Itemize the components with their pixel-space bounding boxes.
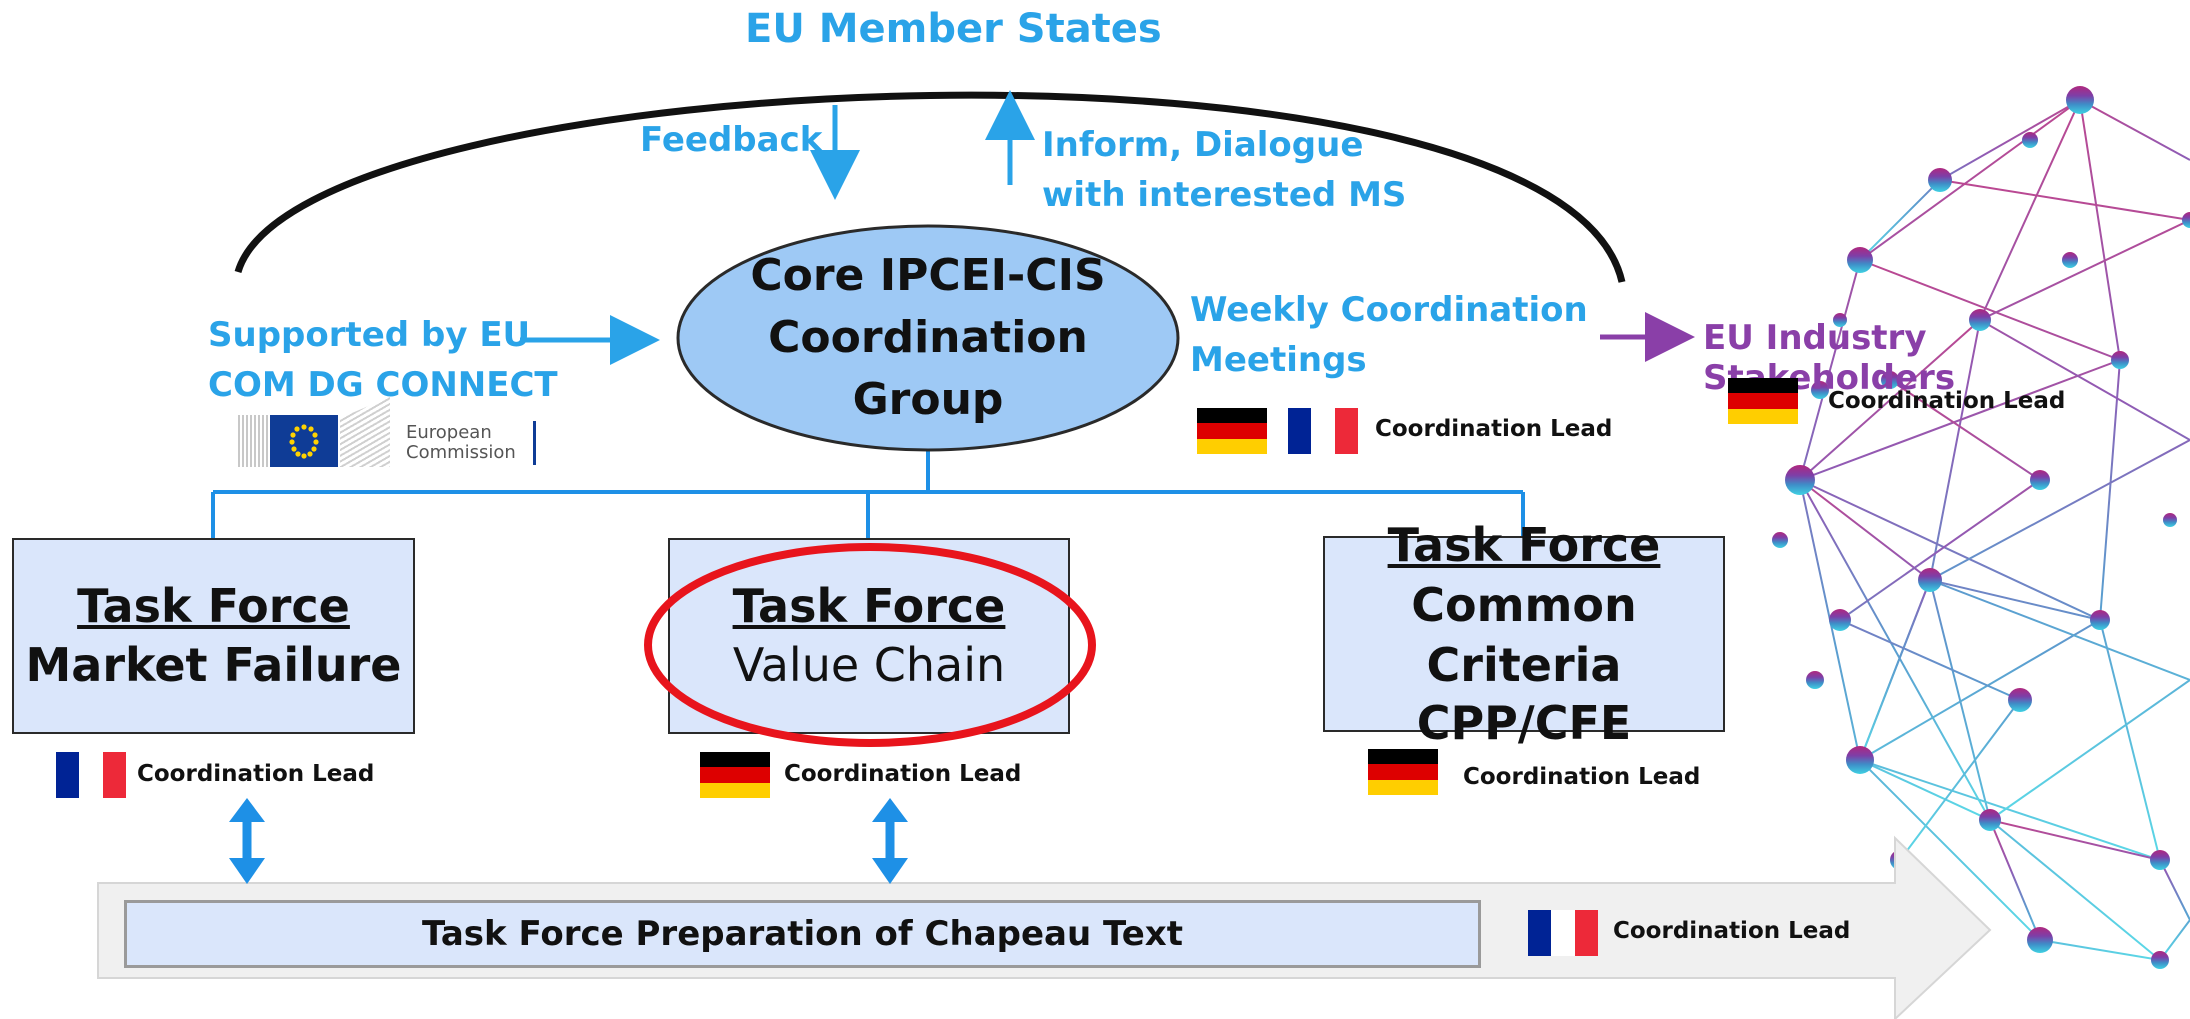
market-failure-coordination-lead: Coordination Lead	[137, 761, 375, 787]
weekly-line2: Meetings	[1190, 340, 1367, 380]
core-line2: Coordination	[768, 312, 1088, 363]
chapeau-label: Task Force Preparation of Chapeau Text	[422, 914, 1183, 954]
support-label: Supported by EU COM DG CONNECT	[208, 310, 558, 410]
inform-line2: with interested MS	[1042, 175, 1407, 215]
task-force-title: Task Force	[1387, 518, 1661, 572]
france-flag-icon	[56, 752, 126, 798]
common-criteria-coordination-lead: Coordination Lead	[1463, 764, 1701, 790]
task-force-subtitle: Market Failure	[25, 638, 402, 692]
core-group-ellipse	[676, 224, 1180, 452]
chapeau-coordination-lead: Coordination Lead	[1613, 918, 1851, 944]
network-globe-graphic	[1772, 86, 2190, 969]
core-group-label: Core IPCEI-CIS Coordination Group	[678, 245, 1178, 431]
task-force-subtitle: Common	[1411, 578, 1637, 632]
member-states-label: EU Member States	[745, 6, 1162, 52]
double-arrow-left	[229, 798, 265, 884]
eu-flag-icon	[270, 415, 338, 467]
task-force-title: Task Force	[77, 579, 350, 633]
germany-flag-icon	[700, 752, 770, 798]
inform-line1: Inform, Dialogue	[1042, 125, 1364, 165]
member-states-arc	[234, 91, 1626, 283]
support-line2: COM DG CONNECT	[208, 365, 558, 405]
task-force-market-failure: Task Force Market Failure	[12, 538, 415, 734]
germany-flag-icon	[1728, 378, 1798, 424]
feedback-label: Feedback	[640, 120, 823, 160]
double-arrow-middle	[872, 798, 908, 884]
ec-logo-line1: European	[406, 422, 492, 443]
weekly-line1: Weekly Coordination	[1190, 290, 1588, 330]
stakeholders-coordination-lead: Coordination Lead	[1828, 388, 2066, 414]
france-flag-icon	[1528, 910, 1598, 956]
task-force-common-criteria: Task Force Common Criteria CPP/CFE	[1323, 518, 1725, 750]
germany-flag-icon	[1368, 749, 1438, 795]
weekly-meetings-label: Weekly Coordination Meetings	[1190, 285, 1588, 385]
core-line3: Group	[852, 374, 1004, 425]
ec-logo-line2: Commission	[406, 442, 516, 463]
chapeau-task-force-box: Task Force Preparation of Chapeau Text	[124, 900, 1481, 968]
support-line1: Supported by EU	[208, 315, 531, 355]
weekly-coordination-lead: Coordination Lead	[1375, 416, 1613, 442]
stakeholders-label: EU Industry Stakeholders	[1703, 318, 1956, 398]
european-commission-logo: European Commission	[238, 395, 538, 470]
inform-label: Inform, Dialogue with interested MS	[1042, 120, 1406, 220]
core-line1: Core IPCEI-CIS	[750, 250, 1106, 301]
task-force-subtitle: Value Chain	[732, 638, 1006, 692]
task-force-title: Task Force	[732, 579, 1006, 633]
tree-connector	[211, 450, 1525, 538]
value-chain-coordination-lead: Coordination Lead	[784, 761, 1022, 787]
germany-flag-icon	[1197, 408, 1267, 454]
france-flag-icon	[1288, 408, 1358, 454]
highlight-ellipse	[644, 543, 1096, 747]
task-force-subtitle-2: Criteria CPP/CFE	[1416, 638, 1632, 750]
